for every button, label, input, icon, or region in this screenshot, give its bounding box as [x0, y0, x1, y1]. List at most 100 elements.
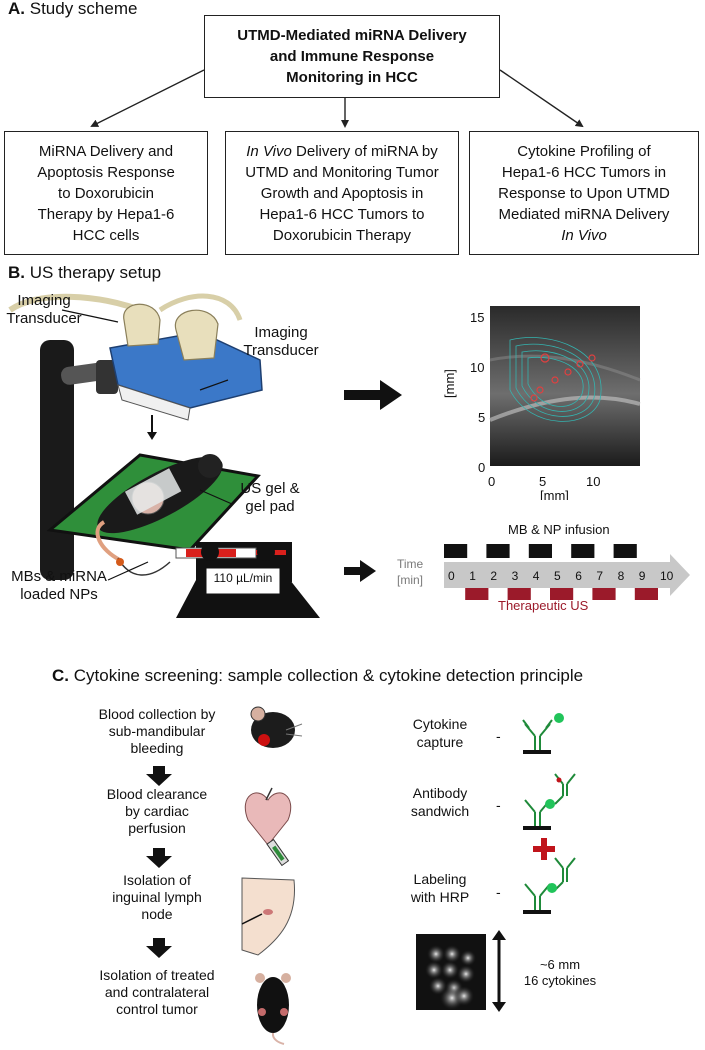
timeline-tick-8: 8 [618, 569, 625, 583]
us-y-tick-0: 0 [478, 460, 485, 475]
step3-line-1: Isolation of [123, 872, 191, 888]
step4-line-1: Isolation of treated [99, 967, 215, 983]
us-tumor-outlines [509, 337, 602, 422]
section-a-title: A. Study scheme [8, 0, 137, 19]
cytokine-blot-image [416, 934, 486, 1010]
imaging-transducer-1-shape [123, 303, 161, 347]
labeling-hrp-label: Labeling with HRP [402, 870, 478, 906]
scale-label: ~6 mm 16 cytokines [510, 957, 610, 989]
step-blood-clearance: Blood clearance by cardiac perfusion [82, 786, 232, 837]
infusion-block [528, 544, 552, 558]
timeline-tick-4: 4 [533, 569, 540, 583]
us-x-tick-0: 0 [488, 474, 495, 489]
therapeutic-us-block [465, 588, 489, 600]
section-a-letter: A. [8, 0, 25, 18]
step-arrows [146, 766, 172, 958]
mouse-top-icon [255, 973, 291, 1045]
time-label-2: [min] [397, 573, 423, 587]
antibody-sandwich-label: Antibody sandwich [402, 784, 478, 820]
timeline-tick-10: 10 [660, 569, 674, 583]
infusion-block [486, 544, 510, 558]
us-y-tick-10: 10 [470, 360, 484, 375]
pump-rate-label: 110 µL/min [213, 571, 273, 585]
timeline-arrow [444, 554, 690, 596]
imaging-transducer-label-2: Imaging Transducer [226, 324, 336, 360]
main-box-line-2: and Immune Response [269, 48, 435, 65]
infusion-label: MB & NP infusion [508, 522, 610, 537]
lymph-node-icon [241, 877, 296, 956]
clamp [96, 360, 118, 394]
section-c-letter: C. [52, 666, 69, 685]
imaging-transducer-label-1: Imaging Transducer [4, 292, 84, 328]
us-xlabel: [mm] [540, 488, 569, 500]
therapeutic-us-block [507, 588, 531, 600]
section-a-arrows [90, 69, 584, 128]
main-study-box: UTMD-Mediated miRNA Delivery and Immune … [204, 15, 500, 98]
infusion-block [613, 544, 637, 558]
cytokine-dot-icon [554, 713, 564, 723]
box3-line-3: Response to Upon UTMD [498, 184, 670, 202]
box3-line-5: In Vivo [561, 225, 607, 246]
timeline-tick-3: 3 [512, 569, 519, 583]
box1-line-4: Therapy by Hepa1-6 [37, 205, 175, 223]
us-image [490, 306, 640, 466]
box2-line-1: In Vivo Delivery of miRNA by [246, 141, 437, 162]
step1-line-1: Blood collection by [98, 706, 216, 722]
box3-line-2: Hepa1-6 HCC Tumors in [501, 163, 667, 181]
timeline-tick-2: 2 [490, 569, 497, 583]
step1-line-2: sub-mandibular [108, 723, 206, 739]
us-ylabel: [mm] [442, 369, 457, 398]
hrp-line-2: with HRP [410, 889, 470, 905]
arrow-to-box3 [499, 69, 584, 128]
dash-3: - [496, 884, 501, 900]
dash-2: - [496, 797, 501, 813]
step2-line-2: by cardiac [125, 803, 189, 819]
timeline-tick-9: 9 [639, 569, 646, 583]
section-b-title: B. US therapy setup [8, 263, 161, 283]
section-b-letter: B. [8, 263, 25, 282]
box3-italic: In Vivo [561, 226, 607, 244]
step-blood-collection: Blood collection by sub-mandibular bleed… [82, 706, 232, 757]
main-box-line-1: UTMD-Mediated miRNA Delivery [237, 27, 467, 44]
step1-line-3: bleeding [130, 740, 184, 756]
sandwich-line-1: Antibody [412, 785, 468, 801]
gel-pad-shape [124, 468, 182, 515]
timeline-tick-0: 0 [448, 569, 455, 583]
section-c-title: C. Cytokine screening: sample collection… [52, 666, 583, 686]
dash-1: - [496, 728, 501, 744]
step-illustrations [241, 706, 303, 1045]
section-b-title-text: US therapy setup [29, 263, 162, 282]
heart-perfusion-icon [244, 787, 292, 867]
time-label-1: Time [397, 557, 424, 571]
step2-line-1: Blood clearance [106, 786, 208, 802]
section-a-title-text: Study scheme [29, 0, 138, 18]
box2-line-4: Hepa1-6 HCC Tumors to [259, 205, 425, 223]
step4-line-2: and contralateral [104, 984, 210, 1000]
step-lymph-node: Isolation of inguinal lymph node [82, 872, 232, 923]
pump-display [205, 567, 281, 595]
us-gel-line-1: US gel & [240, 480, 300, 497]
box2-italic: In Vivo [246, 142, 292, 160]
box1-line-3: to Doxorubicin [58, 184, 154, 202]
step-arrow-3 [146, 938, 172, 958]
step-tumor-isolation: Isolation of treated and contralateral c… [82, 967, 232, 1018]
mouse-head-icon [250, 706, 303, 748]
sandwich-line-2: sandwich [410, 803, 470, 819]
us-y-tick-15: 15 [470, 310, 484, 325]
box3-line-4: Mediated miRNA Delivery [498, 205, 670, 223]
hrp-line-1: Labeling [413, 871, 467, 887]
arrow-to-us-image-icon [344, 380, 402, 410]
cytokine-capture-label: Cytokine capture [402, 715, 478, 751]
imaging-transducer-1-line-2: Transducer [6, 310, 82, 327]
imaging-transducer-2-line-2: Transducer [243, 342, 319, 359]
main-box-line-3: Monitoring in HCC [286, 69, 418, 86]
timeline-tick-1: 1 [469, 569, 476, 583]
us-gel-line-2: gel pad [245, 498, 295, 515]
study-box-2: In Vivo Delivery of miRNA by UTMD and Mo… [225, 131, 459, 255]
arrow-to-timeline-icon [344, 560, 376, 582]
mbs-line-1: MBs & miRNA [11, 568, 107, 585]
imaging-transducer-2-line-1: Imaging [254, 324, 308, 341]
us-x-axis: 0 5 10 [488, 474, 600, 489]
step3-line-3: node [141, 906, 173, 922]
us-gel-label: US gel & gel pad [230, 480, 310, 516]
